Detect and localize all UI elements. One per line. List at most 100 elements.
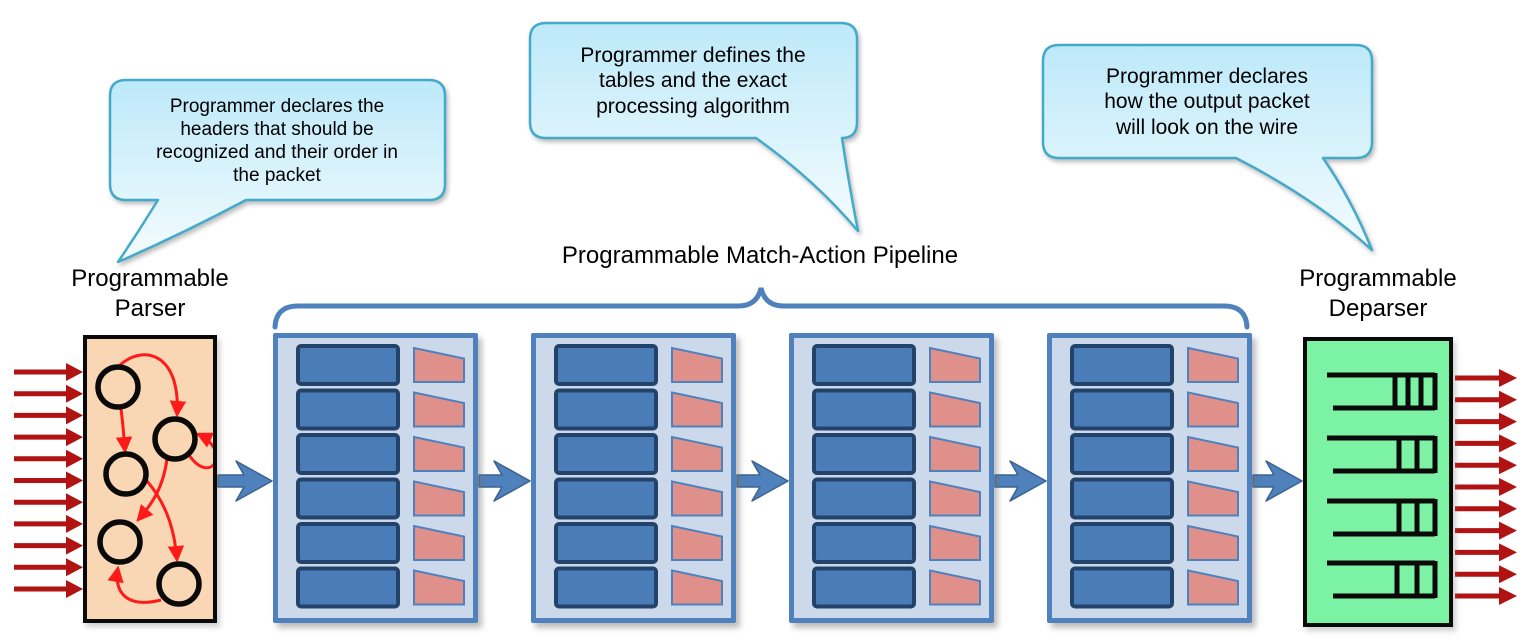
parser-state [103, 451, 149, 497]
match-table [554, 433, 658, 475]
pipeline-brace [272, 287, 1250, 330]
stage-content [1070, 344, 1239, 609]
action-unit [413, 346, 465, 383]
speech-bubble-parser [108, 78, 447, 264]
action-unit [1187, 391, 1239, 428]
action-unit [671, 524, 723, 561]
action-unit [1187, 346, 1239, 383]
output-arrow-head [1499, 478, 1517, 496]
output-arrow-head [1499, 543, 1517, 562]
match-table [1070, 477, 1174, 520]
speech-bubble-deparser [1041, 43, 1374, 252]
match-table [812, 433, 916, 475]
output-arrow-head [1499, 456, 1517, 475]
action-unit [671, 435, 723, 472]
action-unit [929, 569, 981, 606]
match-table [296, 388, 400, 431]
deparser-field [1327, 498, 1438, 537]
match-table [1070, 344, 1174, 386]
output-arrow-head [1499, 390, 1517, 409]
match-table [812, 477, 916, 520]
output-arrow-head [1499, 412, 1517, 431]
action-unit [1187, 435, 1239, 472]
match-table [296, 566, 400, 609]
match-table [1070, 566, 1174, 609]
callout-deparser-text: Programmer declares how the output packe… [1104, 64, 1310, 139]
parser-transition-edge [115, 408, 133, 454]
match-table [1070, 522, 1174, 564]
parser-state-graph [95, 353, 213, 607]
deparser-field [1327, 372, 1438, 411]
stage-content [296, 344, 465, 609]
output-arrow-head [1499, 565, 1517, 584]
action-unit [1187, 569, 1239, 606]
action-unit [671, 391, 723, 428]
match-table [296, 522, 400, 564]
stage-content [812, 344, 981, 609]
pipeline-title: Programmable Match-Action Pipeline [561, 242, 959, 269]
match-table [554, 566, 658, 609]
action-unit [929, 435, 981, 472]
parser-state [97, 519, 143, 565]
programmable-parser-box [83, 335, 217, 623]
input-arrow-head [66, 449, 83, 468]
action-unit [413, 480, 465, 517]
match-table [554, 477, 658, 520]
parser-transition-edge [107, 565, 162, 604]
match-table [1070, 433, 1174, 475]
callout-pipeline-text: Programmer defines the tables and the ex… [580, 43, 806, 118]
pipeline-stage-3 [789, 333, 994, 623]
action-unit [1187, 524, 1239, 561]
action-unit [929, 524, 981, 561]
callout-deparser: Programmer declares how the output packe… [1092, 47, 1322, 157]
callout-pipeline: Programmer defines the tables and the ex… [553, 25, 833, 137]
input-arrow-head [66, 558, 83, 577]
action-unit [929, 346, 981, 383]
parser-state [156, 561, 202, 607]
deparser-field [1327, 435, 1438, 474]
input-arrow-head [66, 514, 83, 533]
deparser-label: Programmable Deparser [1299, 265, 1457, 322]
input-arrow-head [66, 406, 83, 425]
input-arrow-head [66, 580, 83, 598]
action-unit [929, 391, 981, 428]
callout-parser-text: Programmer declares the headers that sho… [156, 95, 398, 187]
action-unit [671, 346, 723, 383]
stage-link-arrow [1252, 460, 1303, 502]
stage-content [554, 344, 723, 609]
stage-link-arrow [736, 460, 789, 502]
parser-transition-edge [119, 353, 187, 418]
stage-link-arrow [217, 460, 273, 502]
input-arrow-head [66, 428, 83, 447]
match-table [296, 344, 400, 386]
action-unit [413, 569, 465, 606]
output-arrow-head [1499, 369, 1517, 387]
output-arrow-head [1499, 434, 1517, 453]
pipeline-stage-1 [273, 333, 478, 623]
match-table [554, 522, 658, 564]
parser-state [95, 364, 141, 410]
input-arrow-head [66, 384, 83, 403]
pipeline-stage-2 [531, 333, 736, 623]
stage-link-arrow [478, 460, 531, 502]
action-unit [1187, 480, 1239, 517]
parser-transition-edge [187, 432, 213, 470]
output-arrow-head [1499, 521, 1517, 540]
parser-state [152, 416, 198, 462]
output-arrow-head [1499, 499, 1517, 518]
input-packet-arrows [14, 363, 83, 598]
match-table [812, 388, 916, 431]
output-packet-arrows [1455, 369, 1517, 605]
action-unit [413, 391, 465, 428]
speech-bubble-pipeline [528, 21, 860, 233]
action-unit [929, 480, 981, 517]
match-table [1070, 388, 1174, 431]
action-unit [671, 569, 723, 606]
parser-transition-edge [145, 480, 185, 563]
match-table [554, 388, 658, 431]
pipeline-stage-4 [1047, 333, 1252, 623]
input-arrow-head [66, 471, 83, 490]
callout-parser: Programmer declares the headers that sho… [132, 82, 422, 200]
